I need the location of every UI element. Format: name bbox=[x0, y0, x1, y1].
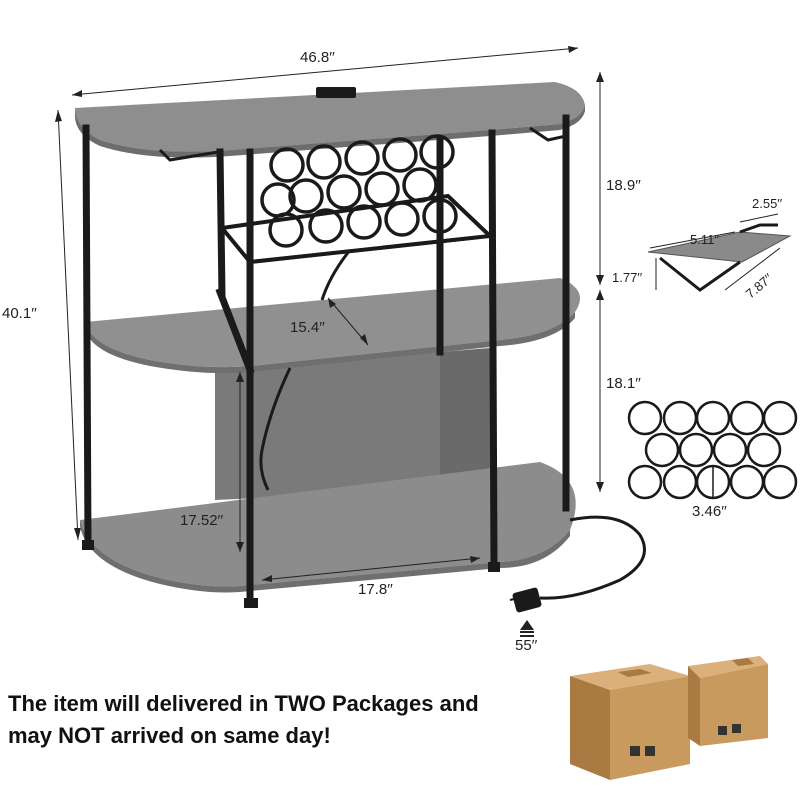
shelf-depth-dimension: 15.4′′ bbox=[290, 297, 369, 346]
width-label: 46.8′′ bbox=[300, 49, 335, 66]
height-dimension: 40.1′′ bbox=[2, 109, 81, 541]
shelf-depth-label: 15.4′′ bbox=[290, 319, 325, 336]
plug-icon bbox=[509, 587, 542, 613]
holder-top-label: 2.55′′ bbox=[752, 196, 783, 211]
power-cord bbox=[259, 249, 646, 600]
cord-length-label: 55′′ bbox=[515, 637, 537, 654]
lower-height-dimension: 18.1′′ bbox=[596, 290, 641, 492]
package-box-1 bbox=[570, 664, 690, 780]
width-dimension: 46.8′′ bbox=[71, 46, 579, 97]
glass-holder-hooks bbox=[158, 126, 567, 162]
package-box-2 bbox=[688, 656, 768, 746]
inner-height-dimension: 17.52′′ bbox=[180, 372, 244, 552]
holder-height-label: 1.77′′ bbox=[612, 270, 643, 285]
middle-shelf bbox=[85, 278, 580, 374]
ring-diameter-label: 3.46′′ bbox=[692, 503, 727, 520]
holder-length-label: 7.87′′ bbox=[743, 270, 776, 301]
cabinet-back-panel bbox=[215, 352, 440, 500]
inner-width-dimension: 17.8′′ bbox=[261, 556, 481, 598]
height-label: 40.1′′ bbox=[2, 305, 37, 322]
lower-height-label: 18.1′′ bbox=[606, 375, 641, 392]
notice-line-2: may NOT arrived on same day! bbox=[8, 723, 331, 748]
cord-length-dimension: 55′′ bbox=[515, 620, 537, 654]
notice-line-1: The item will delivered in TWO Packages … bbox=[8, 691, 479, 716]
power-outlet bbox=[316, 87, 356, 98]
delivery-notice: The item will delivered in TWO Packages … bbox=[8, 688, 568, 752]
upper-height-dimension: 18.9′′ bbox=[596, 72, 641, 285]
wine-rack bbox=[218, 134, 495, 265]
frame-feet bbox=[82, 540, 500, 608]
glass-holder-detail: 2.55′′ 5.11′′ 1.77′′ 7.87′′ bbox=[612, 196, 792, 301]
upper-height-label: 18.9′′ bbox=[606, 177, 641, 194]
holder-width-label: 5.11′′ bbox=[690, 232, 720, 247]
inner-width-label: 17.8′′ bbox=[358, 581, 393, 598]
inner-height-label: 17.52′′ bbox=[180, 512, 223, 529]
wine-ring-detail bbox=[627, 400, 798, 500]
bottom-shelf bbox=[80, 462, 576, 593]
metal-frame bbox=[82, 114, 570, 606]
